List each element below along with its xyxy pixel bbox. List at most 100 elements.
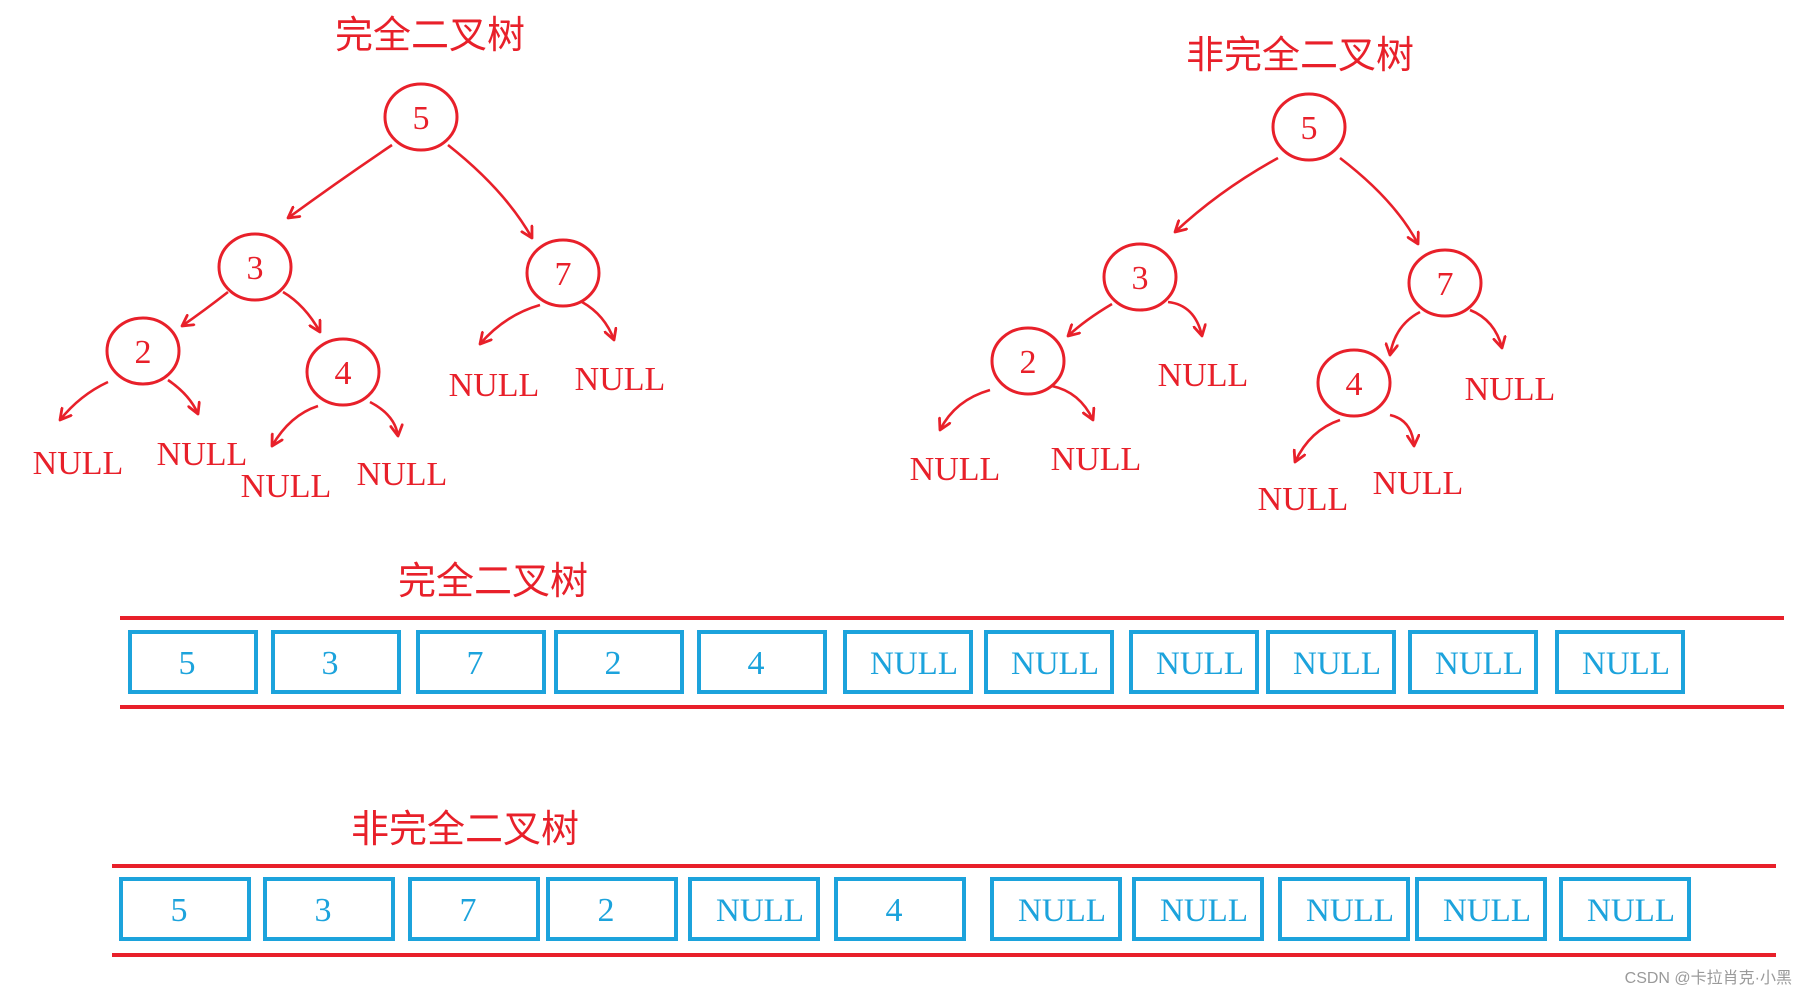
array-cell-value: 4 [748,645,765,682]
non-complete-node-4 [1316,348,1392,418]
array-cell-box [128,630,258,694]
complete-null-4: NULL [357,456,448,493]
array-cell-box [119,877,251,941]
complete-node-4-label: 4 [335,355,352,392]
non-complete-tree-edges [940,156,1502,462]
array-cell-value: NULL [1160,893,1248,929]
non-complete-node-2 [990,326,1066,396]
edge-3-4 [282,290,320,332]
edge-7-null-l [480,303,541,344]
array-cell-box [546,877,678,941]
edge-5-3 [288,143,393,218]
non-complete-node-4-label: 4 [1346,366,1363,403]
array-cell-box [1132,877,1264,941]
edge-5-7 [1339,156,1418,244]
complete-array-title: 完全二叉树 [398,561,588,603]
edge-2-null-l [940,388,991,430]
non-complete-node-2-label: 2 [1020,344,1037,381]
array-cell-box [554,630,684,694]
array-cell-value: NULL [716,893,804,929]
array-cell-value: NULL [870,646,958,682]
edge-7-4 [1390,310,1421,355]
non-complete-null-5: NULL [1258,481,1349,518]
array-cell-box [834,877,966,941]
edge-7-null [1469,308,1502,348]
complete-array: 完全二叉树 5 3 7 2 4 NULL NULL NULL NULL NULL NULL [120,561,1784,709]
non-complete-node-root-label: 5 [1301,110,1318,147]
array-cell-value: 5 [179,645,196,682]
array-cell-box [688,877,820,941]
non-complete-array-cells: 5 3 7 2 NULL 4 NULL NULL NULL NULL NULL [119,877,1691,941]
array-cell-box [1559,877,1691,941]
array-cell-value: NULL [1435,646,1523,682]
non-complete-tree: 非完全二叉树 5 3 7 2 4 NULL [910,35,1556,518]
edge-7-null-r [581,300,614,340]
complete-null-3: NULL [241,468,332,505]
complete-node-4 [305,337,381,407]
array-cell-box [843,630,973,694]
non-complete-array-title: 非完全二叉树 [351,809,579,851]
array-cell-box [1278,877,1410,941]
edge-4-null-r [369,400,398,436]
array-cell-value: 4 [886,892,903,929]
complete-node-7 [525,238,601,308]
array-cell-value: NULL [1587,893,1675,929]
array-cell-box [1555,630,1685,694]
array-cell-box [271,630,401,694]
non-complete-node-3-label: 3 [1132,260,1149,297]
array-cell-value: NULL [1011,646,1099,682]
edge-2-null-r [1051,384,1093,420]
edge-5-7 [447,143,532,238]
non-complete-node-7 [1407,248,1483,318]
non-complete-null-3: NULL [1158,357,1249,394]
array-cell-box [408,877,540,941]
complete-node-2 [105,316,181,386]
non-complete-node-root [1271,92,1347,162]
array-cell-box [1408,630,1538,694]
array-cell-value: 7 [460,892,477,929]
complete-null-2: NULL [157,436,248,473]
watermark: CSDN @卡拉肖克·小黑 [1624,970,1792,987]
complete-node-7-label: 7 [555,256,572,293]
array-cell-box [984,630,1114,694]
complete-tree-title: 完全二叉树 [335,15,525,57]
array-cell-value: 7 [467,645,484,682]
non-complete-null-4: NULL [1465,371,1556,408]
complete-tree-edges [60,143,614,446]
complete-node-3-label: 3 [247,250,264,287]
edge-3-2 [1068,302,1113,336]
array-cell-value: 3 [322,645,339,682]
array-cell-box [416,630,546,694]
edge-5-3 [1175,156,1279,232]
array-cell-box [1266,630,1396,694]
array-cell-box [1415,877,1547,941]
array-cell-value: 2 [598,892,615,929]
array-cell-value: 3 [315,892,332,929]
edge-2-null-l [60,380,109,420]
array-cell-value: NULL [1156,646,1244,682]
array-cell-box [990,877,1122,941]
non-complete-null-1: NULL [910,451,1001,488]
complete-array-cells: 5 3 7 2 4 NULL NULL NULL NULL NULL NULL [128,630,1685,694]
edge-2-null-r [167,378,198,414]
array-cell-value: 2 [605,645,622,682]
array-cell-value: 5 [171,892,188,929]
non-complete-tree-title: 非完全二叉树 [1186,35,1414,77]
non-complete-null-2: NULL [1051,441,1142,478]
non-complete-null-6: NULL [1373,465,1464,502]
array-cell-box [697,630,827,694]
non-complete-array: 非完全二叉树 5 3 7 2 NULL 4 NULL NULL NULL NULL NULL [112,809,1776,957]
array-cell-box [1129,630,1259,694]
array-cell-value: NULL [1582,646,1670,682]
edge-4-null-l [272,404,319,446]
complete-tree: 完全二叉树 5 3 7 2 4 NULL [33,15,666,505]
complete-null-6: NULL [575,361,666,398]
non-complete-node-3 [1102,242,1178,312]
array-cell-value: NULL [1293,646,1381,682]
array-cell-value: NULL [1018,893,1106,929]
edge-3-2 [182,290,229,326]
array-cell-value: NULL [1443,893,1531,929]
edge-4-null-r [1389,413,1414,446]
array-cell-value: NULL [1306,893,1394,929]
